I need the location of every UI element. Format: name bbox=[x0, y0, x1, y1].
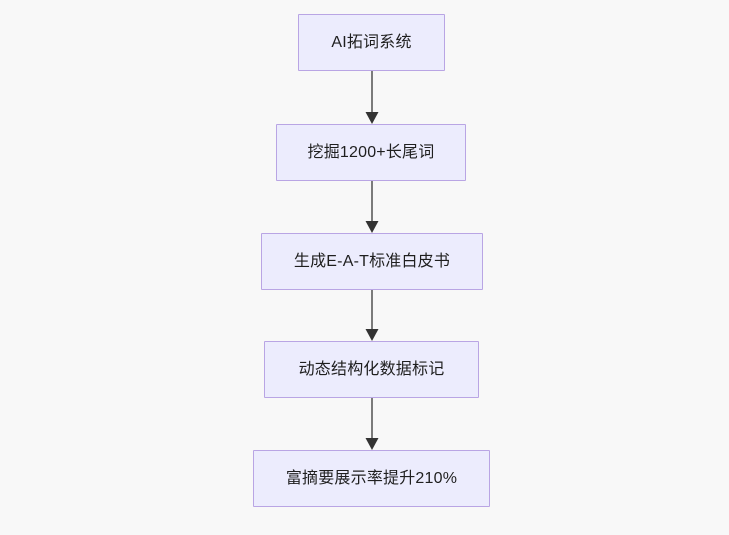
flow-node-mine-longtail-keywords[interactable]: 挖掘1200+长尾词 bbox=[276, 124, 466, 181]
edge-n1-n2 bbox=[365, 71, 379, 124]
flow-node-label: 挖掘1200+长尾词 bbox=[307, 143, 435, 161]
flow-node-label: 生成E-A-T标准白皮书 bbox=[293, 252, 451, 270]
arrowhead-icon bbox=[365, 438, 379, 450]
edge-n4-n5 bbox=[365, 398, 379, 450]
flow-node-label: 动态结构化数据标记 bbox=[298, 360, 445, 378]
arrowhead-icon bbox=[365, 221, 379, 233]
edge-n3-n4 bbox=[365, 290, 379, 341]
flow-node-rich-snippet-rate-increase[interactable]: 富摘要展示率提升210% bbox=[253, 450, 490, 507]
flow-node-ai-keyword-system[interactable]: AI拓词系统 bbox=[298, 14, 445, 71]
arrowhead-icon bbox=[365, 329, 379, 341]
flow-node-generate-eat-whitepaper[interactable]: 生成E-A-T标准白皮书 bbox=[261, 233, 483, 290]
flow-node-label: AI拓词系统 bbox=[331, 33, 412, 51]
edge-n2-n3 bbox=[365, 181, 379, 233]
arrowhead-icon bbox=[365, 112, 379, 124]
flow-node-dynamic-structured-data-markup[interactable]: 动态结构化数据标记 bbox=[264, 341, 479, 398]
flow-node-label: 富摘要展示率提升210% bbox=[285, 469, 458, 487]
